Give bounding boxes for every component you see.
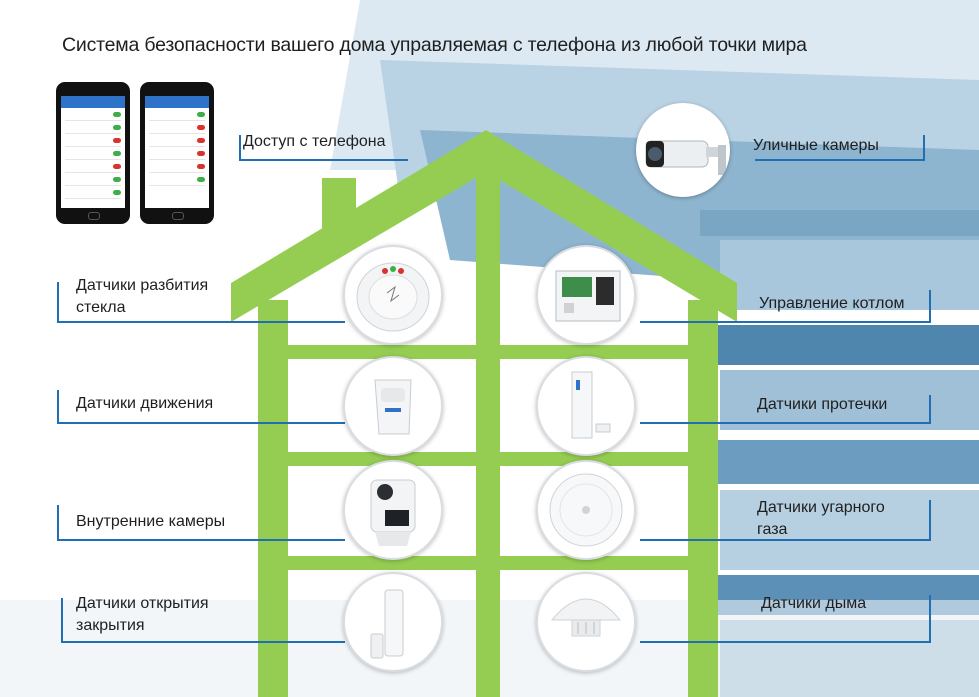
bullet-camera-icon (636, 103, 730, 197)
boiler-controller-icon (536, 245, 636, 345)
door-contact-sensor-icon (343, 572, 443, 672)
motion-sensor-icon (343, 356, 443, 456)
connector-lines (57, 135, 931, 643)
page-title: Система безопасности вашего дома управля… (62, 34, 807, 56)
right-item-label: Датчики протечки (757, 396, 888, 413)
phone-access-label: Доступ с телефона (243, 133, 386, 150)
left-item-label: Датчики движения (76, 395, 214, 412)
smartphone-app-icon (140, 82, 214, 224)
co-detector-icon (536, 460, 636, 560)
glass-break-sensor-icon (343, 245, 443, 345)
left-item-label: Датчики разбития стекла (76, 277, 209, 316)
left-item-label: Внутренние камеры (76, 513, 226, 530)
right-item-label: Датчики угарного газа (757, 499, 885, 538)
smartphone-app-icon (56, 82, 130, 224)
right-item-label: Управление котлом (759, 295, 905, 312)
left-item-label: Датчики открытия закрытия (76, 595, 209, 634)
right-item-label: Датчики дыма (761, 595, 867, 612)
leak-sensor-icon (536, 356, 636, 456)
street-cameras-label: Уличные камеры (753, 137, 879, 154)
smoke-detector-icon (536, 572, 636, 672)
indoor-camera-icon (343, 460, 443, 560)
